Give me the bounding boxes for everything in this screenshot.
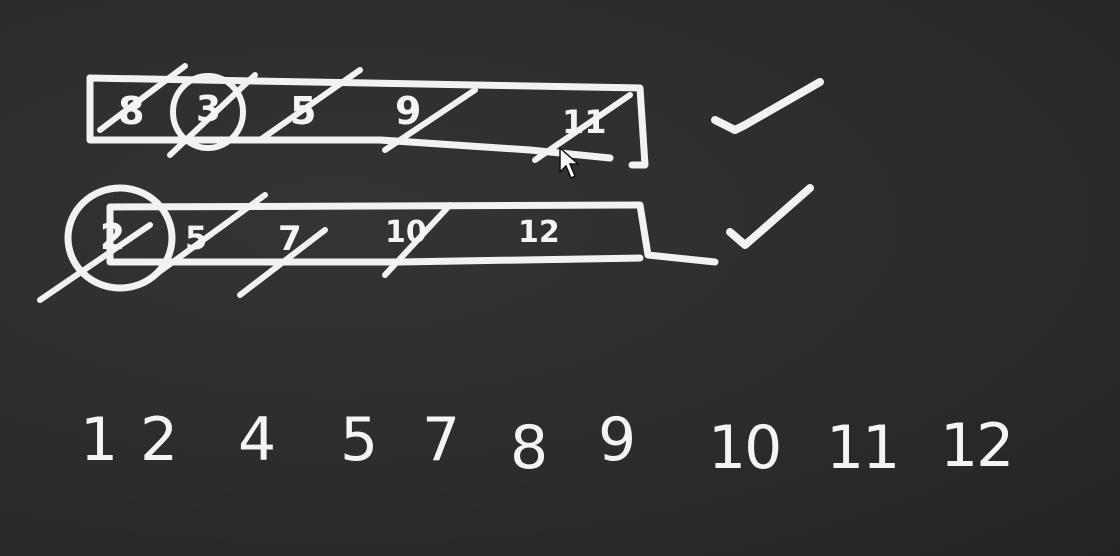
sequence-number: 4 (238, 405, 276, 475)
row2-box (106, 201, 719, 266)
sequence-number: 1 (80, 405, 118, 475)
row2-circle (64, 184, 176, 292)
row1-cell: 9 (395, 89, 422, 133)
row2-strikes (37, 192, 453, 303)
row2-cell: 12 (518, 215, 560, 250)
check-icon (711, 78, 824, 134)
sequence-number: 2 (140, 405, 178, 475)
row1-cell: 8 (118, 89, 145, 133)
sequence-number: 8 (510, 413, 548, 483)
row2-cell: 7 (278, 219, 302, 259)
sequence-number: 5 (340, 405, 378, 475)
row1-circle (170, 73, 246, 151)
sequence-number: 11 (826, 413, 900, 483)
row1-cell: 3 (196, 89, 222, 130)
row1-cell: 11 (562, 103, 607, 141)
check-icon (726, 184, 814, 249)
row2-cell: 2 (100, 217, 126, 258)
sequence-number: 7 (422, 405, 460, 475)
sequence-number: 10 (708, 413, 782, 483)
sequence-number: 9 (598, 405, 636, 475)
sequence-number: 12 (940, 411, 1014, 481)
row2-cell: 5 (185, 219, 208, 257)
cursor-icon (559, 146, 580, 180)
row2-cell: 10 (385, 215, 427, 250)
row1-cell: 5 (290, 89, 317, 133)
row1-box (86, 74, 649, 169)
